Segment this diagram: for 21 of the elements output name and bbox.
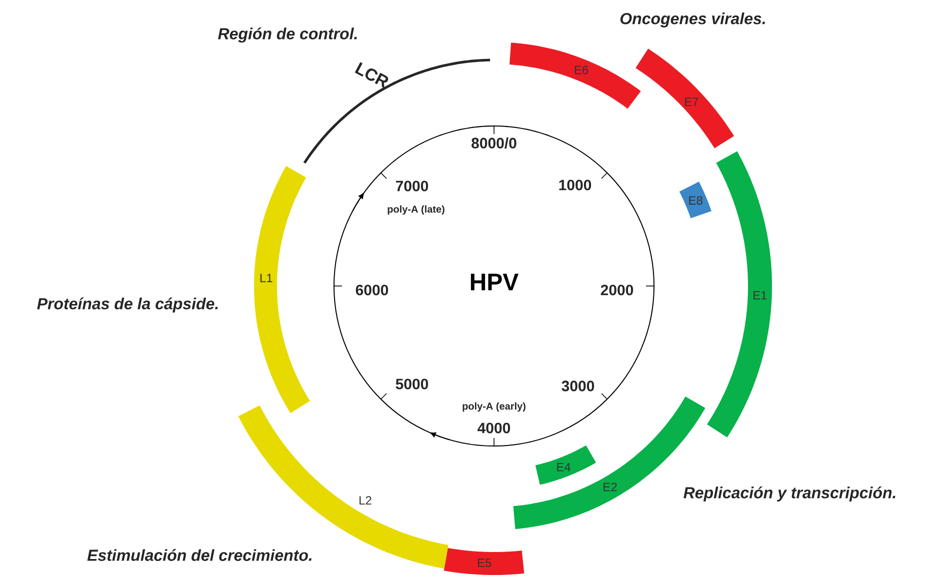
tick-label: 8000/0 bbox=[472, 137, 516, 149]
gene-segment: E8 bbox=[679, 182, 712, 218]
tick-label: 3000 bbox=[562, 380, 594, 392]
tick-label: 4000 bbox=[478, 422, 510, 434]
tick-label: 6000 bbox=[356, 284, 388, 296]
gene-segment: E5 bbox=[444, 548, 524, 575]
tick-label: 2000 bbox=[600, 284, 634, 296]
gene-segment: L1 bbox=[254, 166, 310, 414]
tick-label: 7000 bbox=[396, 180, 428, 192]
category-label: Proteínas de la cápside. bbox=[37, 297, 218, 313]
category-label: Región de control. bbox=[218, 27, 357, 43]
gene-segment: E6 bbox=[510, 42, 641, 109]
gene-segment: E7 bbox=[636, 48, 734, 148]
region-label: LCR bbox=[354, 62, 388, 88]
tick-label: 5000 bbox=[396, 378, 428, 390]
gene-segment: E1 bbox=[707, 151, 772, 438]
tick-label: 1000 bbox=[559, 180, 592, 190]
category-label: Oncogenes virales. bbox=[620, 12, 765, 28]
gene-segment: E4 bbox=[535, 445, 596, 485]
site-label: poly-A (late) bbox=[388, 205, 444, 215]
category-label: Estimulación del crecimiento. bbox=[87, 549, 312, 561]
